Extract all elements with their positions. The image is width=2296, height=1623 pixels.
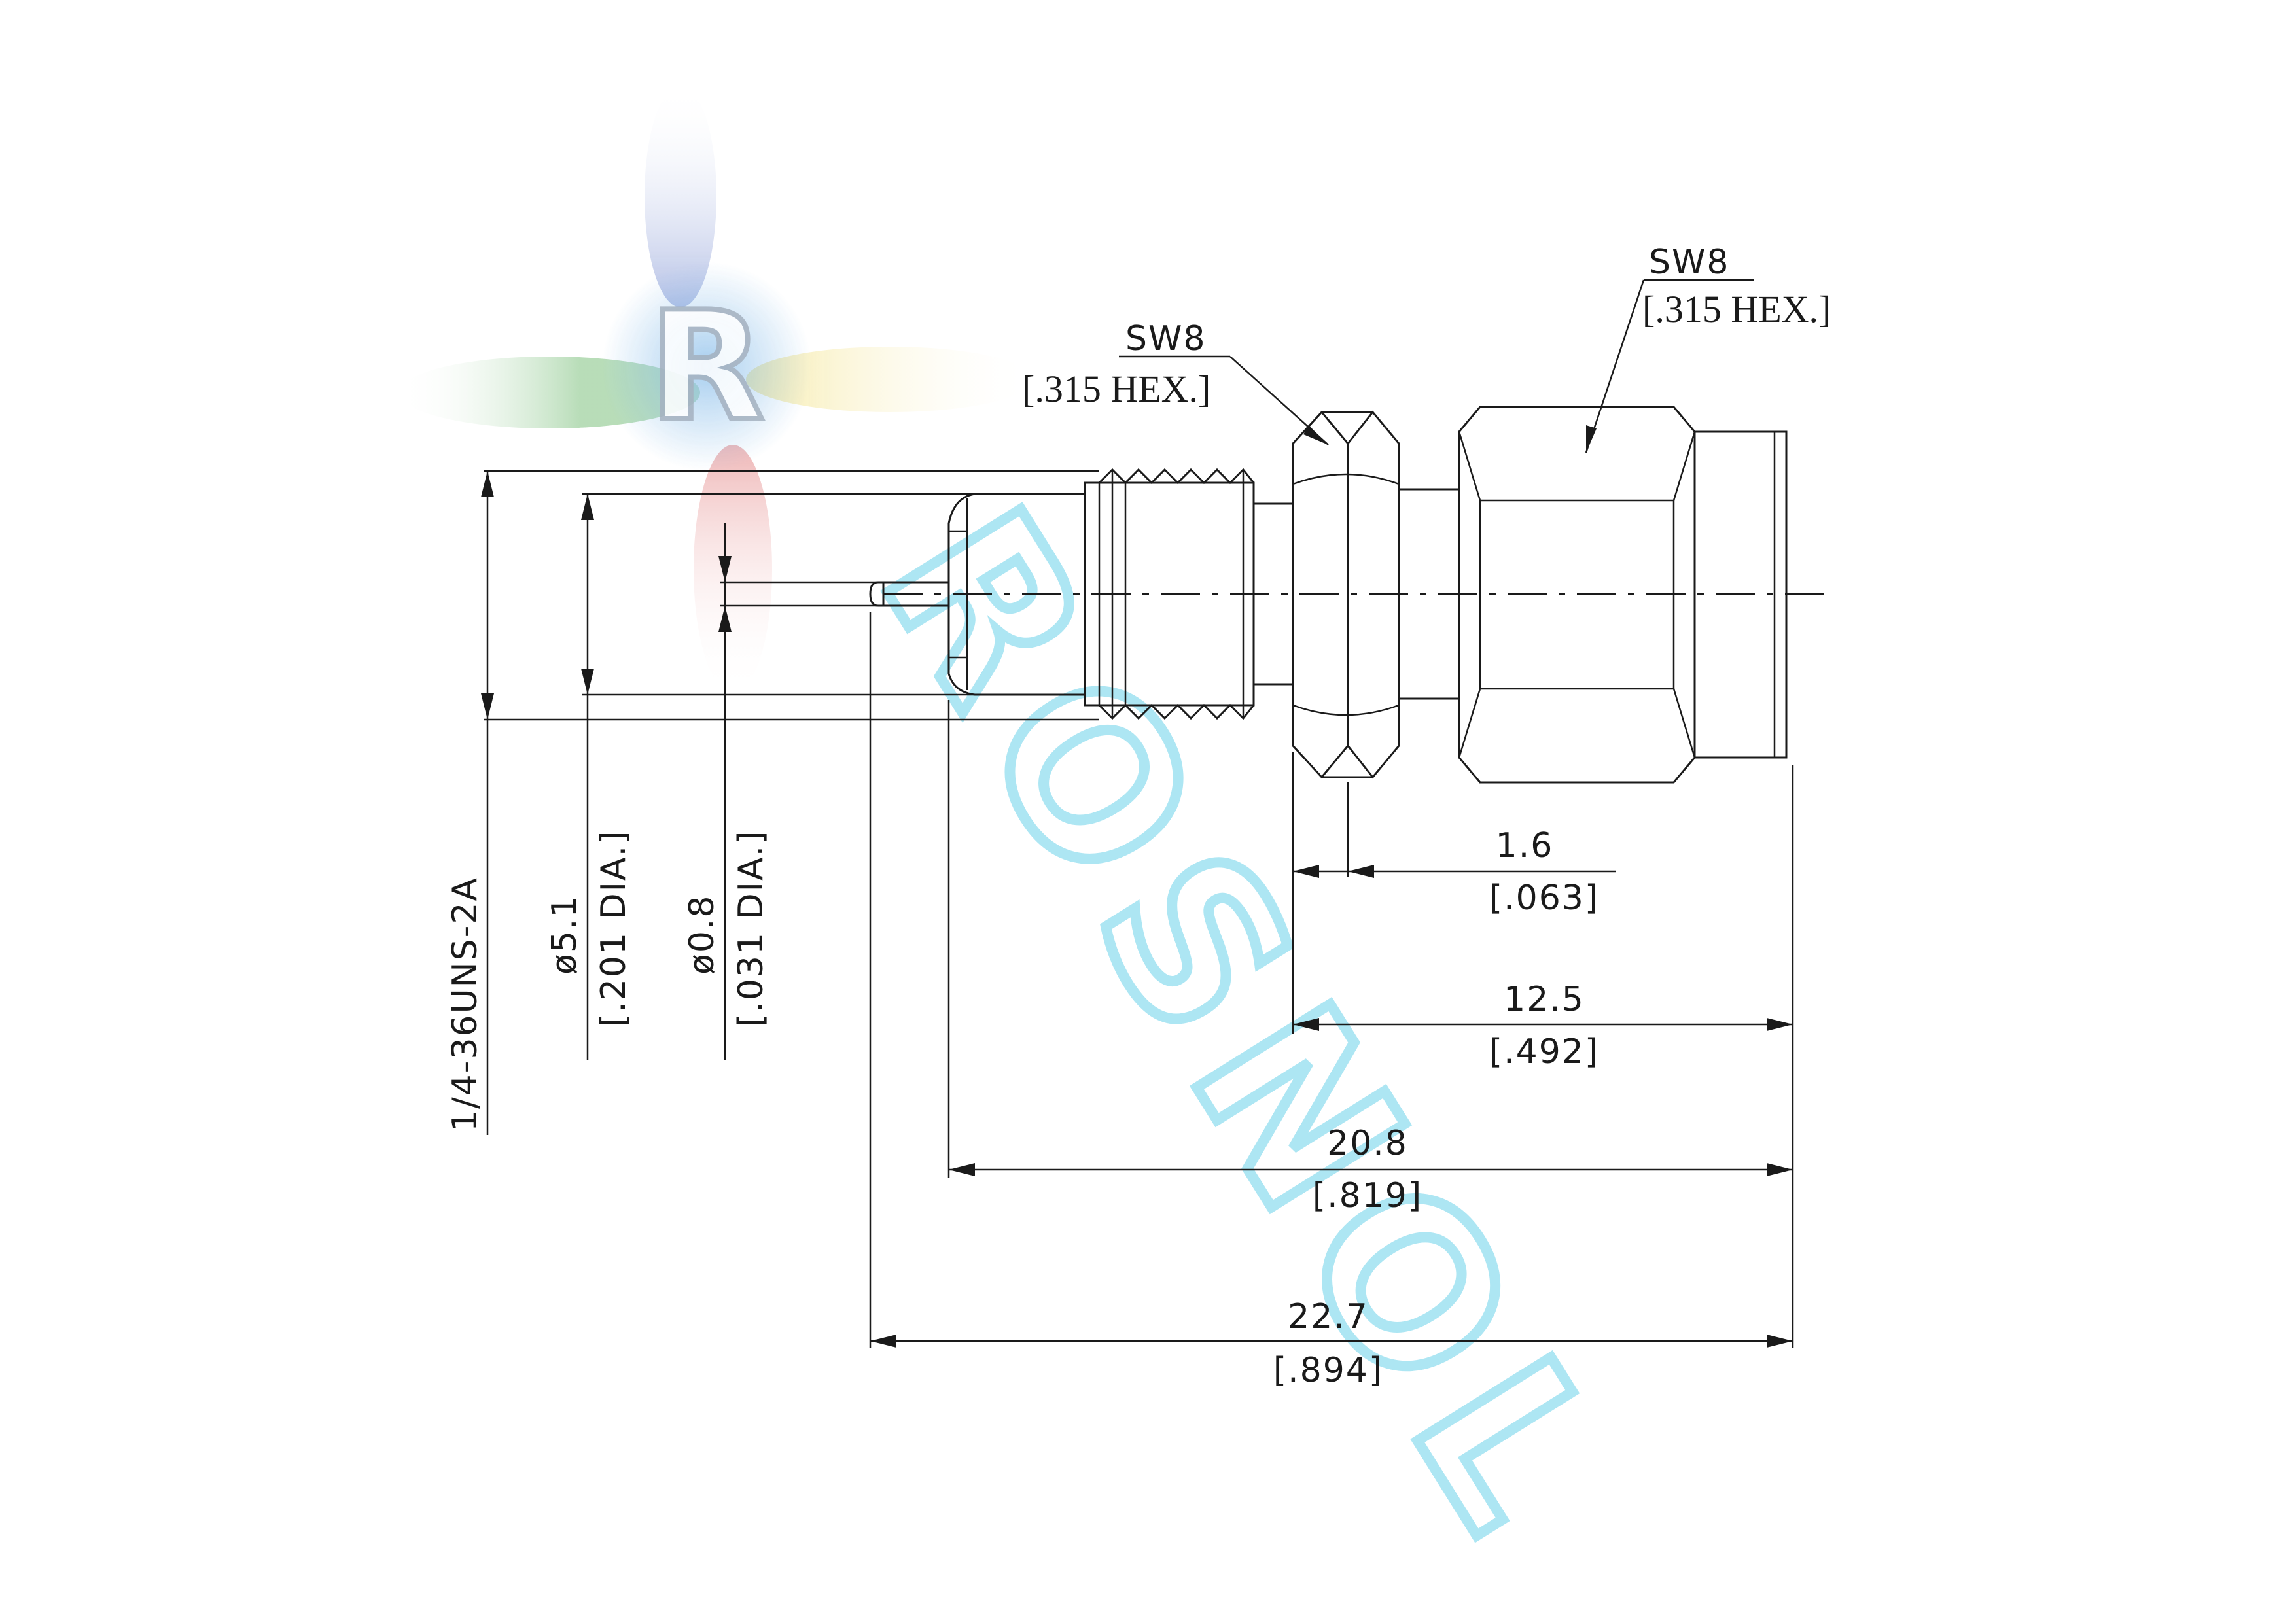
dia-body-mm: ø5.1	[545, 894, 584, 975]
nut-thickness-mm: 1.6	[1496, 826, 1554, 865]
logo-red-petal	[694, 445, 772, 693]
watermark-logo: R	[399, 85, 1034, 693]
length-208-mm: 20.8	[1327, 1124, 1408, 1163]
insulator	[947, 493, 1085, 696]
dia-pin-inch: [.031 DIA.]	[732, 830, 771, 1027]
dim-length-227: 22.7 [.894]	[870, 1297, 1793, 1390]
dia-body-inch: [.201 DIA.]	[594, 830, 633, 1027]
hex-left-sub: [.315 HEX.]	[1022, 368, 1210, 410]
dim-length-125: 12.5 [.492]	[1293, 980, 1793, 1072]
length-125-mm: 12.5	[1504, 980, 1585, 1019]
watermark-brand: ROSNOL	[834, 470, 1664, 1590]
length-227-mm: 22.7	[1288, 1297, 1369, 1336]
length-227-inch: [.894]	[1273, 1351, 1383, 1390]
logo-yellow-petal	[746, 347, 1034, 412]
logo-purple-petal	[645, 85, 716, 307]
extension-lines-left	[484, 470, 1099, 721]
logo-blue-disc	[602, 262, 811, 471]
thread-text: 1/4-36UNS-2A	[446, 877, 485, 1132]
hex-left-label: SW8	[1125, 319, 1207, 358]
hex-right-label: SW8	[1649, 243, 1730, 282]
length-208-inch: [.819]	[1313, 1176, 1422, 1215]
dia-pin-mm: ø0.8	[682, 894, 722, 975]
callout-hex-right: SW8 [.315 HEX.]	[1585, 243, 1831, 453]
logo-letter: R	[648, 280, 764, 455]
dim-nut-thickness: 1.6 [.063]	[1293, 826, 1616, 918]
nut-thickness-inch: [.063]	[1489, 879, 1599, 918]
dim-pin-diameter: ø0.8 [.031 DIA.]	[682, 523, 771, 1060]
dim-length-208: 20.8 [.819]	[949, 1124, 1793, 1215]
length-125-inch: [.492]	[1489, 1032, 1599, 1072]
extension-lines-bottom	[869, 612, 1794, 1348]
dim-thread: 1/4-36UNS-2A	[446, 471, 494, 1135]
dim-body-diameter: ø5.1 [.201 DIA.]	[545, 494, 633, 1060]
callout-hex-left: SW8 [.315 HEX.]	[1022, 319, 1329, 445]
rear-barrel	[1693, 430, 1788, 759]
hex-right-sub: [.315 HEX.]	[1642, 288, 1831, 330]
